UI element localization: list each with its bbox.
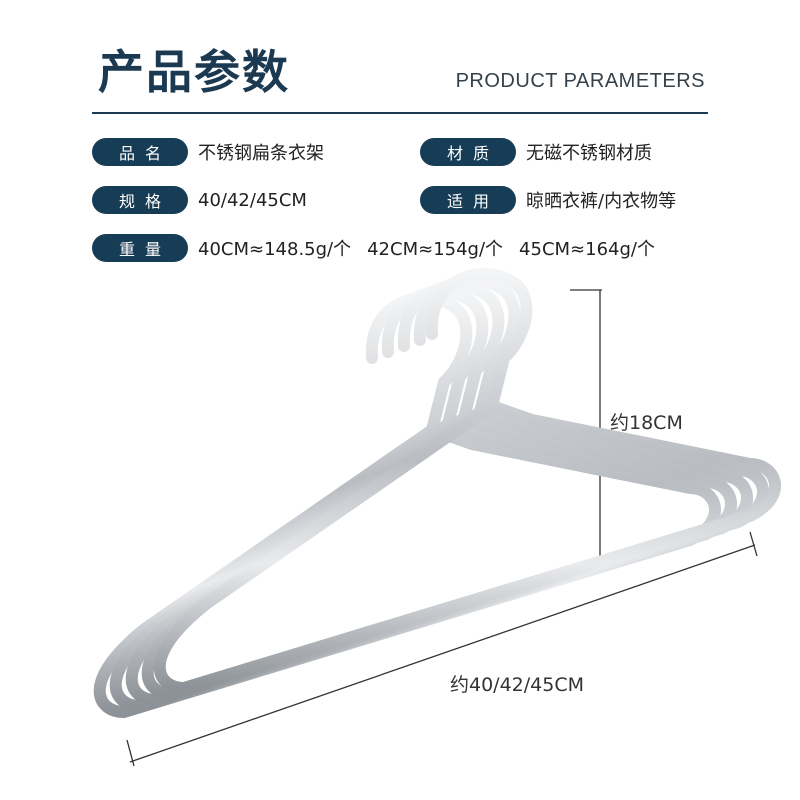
param-value-usage: 晾晒衣裤/内衣物等 bbox=[526, 191, 677, 212]
param-row-spec: 规格 40/42/45CM bbox=[92, 186, 307, 214]
weight-value-42: 42CM≈154g/个 bbox=[367, 239, 504, 260]
param-label-name: 品名 bbox=[92, 138, 188, 166]
header-divider bbox=[92, 112, 708, 114]
param-row-material: 材质 无磁不锈钢材质 bbox=[420, 138, 652, 166]
param-row-usage: 适用 晾晒衣裤/内衣物等 bbox=[420, 186, 676, 214]
hanger-stack bbox=[93, 268, 781, 718]
param-row-name: 品名 不锈钢扁条衣架 bbox=[92, 138, 324, 166]
param-row-weight: 重量 40CM≈148.5g/个 42CM≈154g/个 45CM≈164g/个 bbox=[92, 234, 655, 262]
param-value-material: 无磁不锈钢材质 bbox=[526, 143, 652, 164]
weight-value-40: 40CM≈148.5g/个 bbox=[198, 239, 352, 260]
param-label-weight: 重量 bbox=[92, 234, 188, 262]
page-title: 产品参数 bbox=[98, 45, 290, 99]
weight-value-45: 45CM≈164g/个 bbox=[519, 239, 655, 260]
page-subtitle: PRODUCT PARAMETERS bbox=[455, 70, 705, 92]
height-label: 约18CM bbox=[610, 412, 683, 434]
param-value-name: 不锈钢扁条衣架 bbox=[198, 143, 324, 164]
param-label-spec: 规格 bbox=[92, 186, 188, 214]
param-label-usage: 适用 bbox=[420, 186, 516, 214]
width-dimension-line bbox=[126, 531, 758, 767]
weight-values: 40CM≈148.5g/个 42CM≈154g/个 45CM≈164g/个 bbox=[198, 235, 655, 261]
param-value-spec: 40/42/45CM bbox=[198, 189, 307, 211]
width-label: 约40/42/45CM bbox=[450, 674, 584, 696]
param-label-material: 材质 bbox=[420, 138, 516, 166]
